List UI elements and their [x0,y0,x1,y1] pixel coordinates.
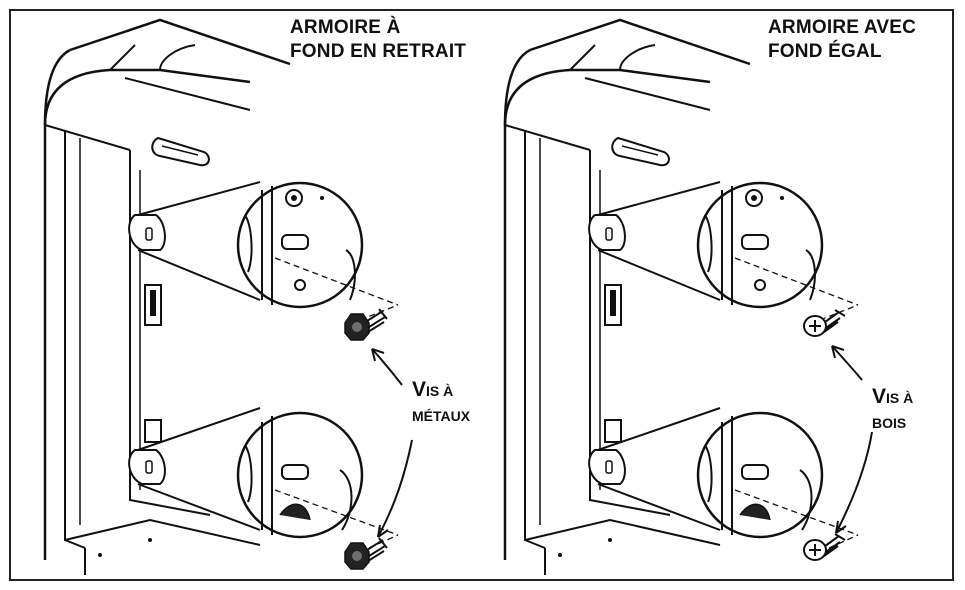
title-line1: ARMOIRE AVEC [768,17,917,38]
title-line2: FOND ÉGAL [768,41,882,62]
hex-screw-icon [344,308,388,341]
cabinet-recessed-illustration [43,18,364,577]
title-line1: ARMOIRE À [290,17,401,38]
screw-label-rest: IS À [426,383,454,399]
screw-label-metal: VIS À MÉTAUX [412,378,470,424]
phillips-screw-icon [803,533,846,561]
panel-title-flush: ARMOIRE AVEC FOND ÉGAL [768,16,916,64]
screw-label-cap: V [412,378,427,401]
screw-label-type: MÉTAUX [412,408,471,424]
screw-label-type: BOIS [872,415,907,431]
screw-label-wood: VIS À BOIS [872,385,913,431]
arrow-left [371,348,413,538]
arrow-right [831,345,873,534]
screw-label-cap: V [872,385,887,408]
screw-label-rest: IS À [886,390,914,406]
phillips-screw-icon [803,309,846,337]
title-line2: FOND EN RETRAIT [290,41,467,62]
cabinet-flush-illustration [503,18,824,577]
panel-title-recessed: ARMOIRE À FOND EN RETRAIT [290,16,466,64]
